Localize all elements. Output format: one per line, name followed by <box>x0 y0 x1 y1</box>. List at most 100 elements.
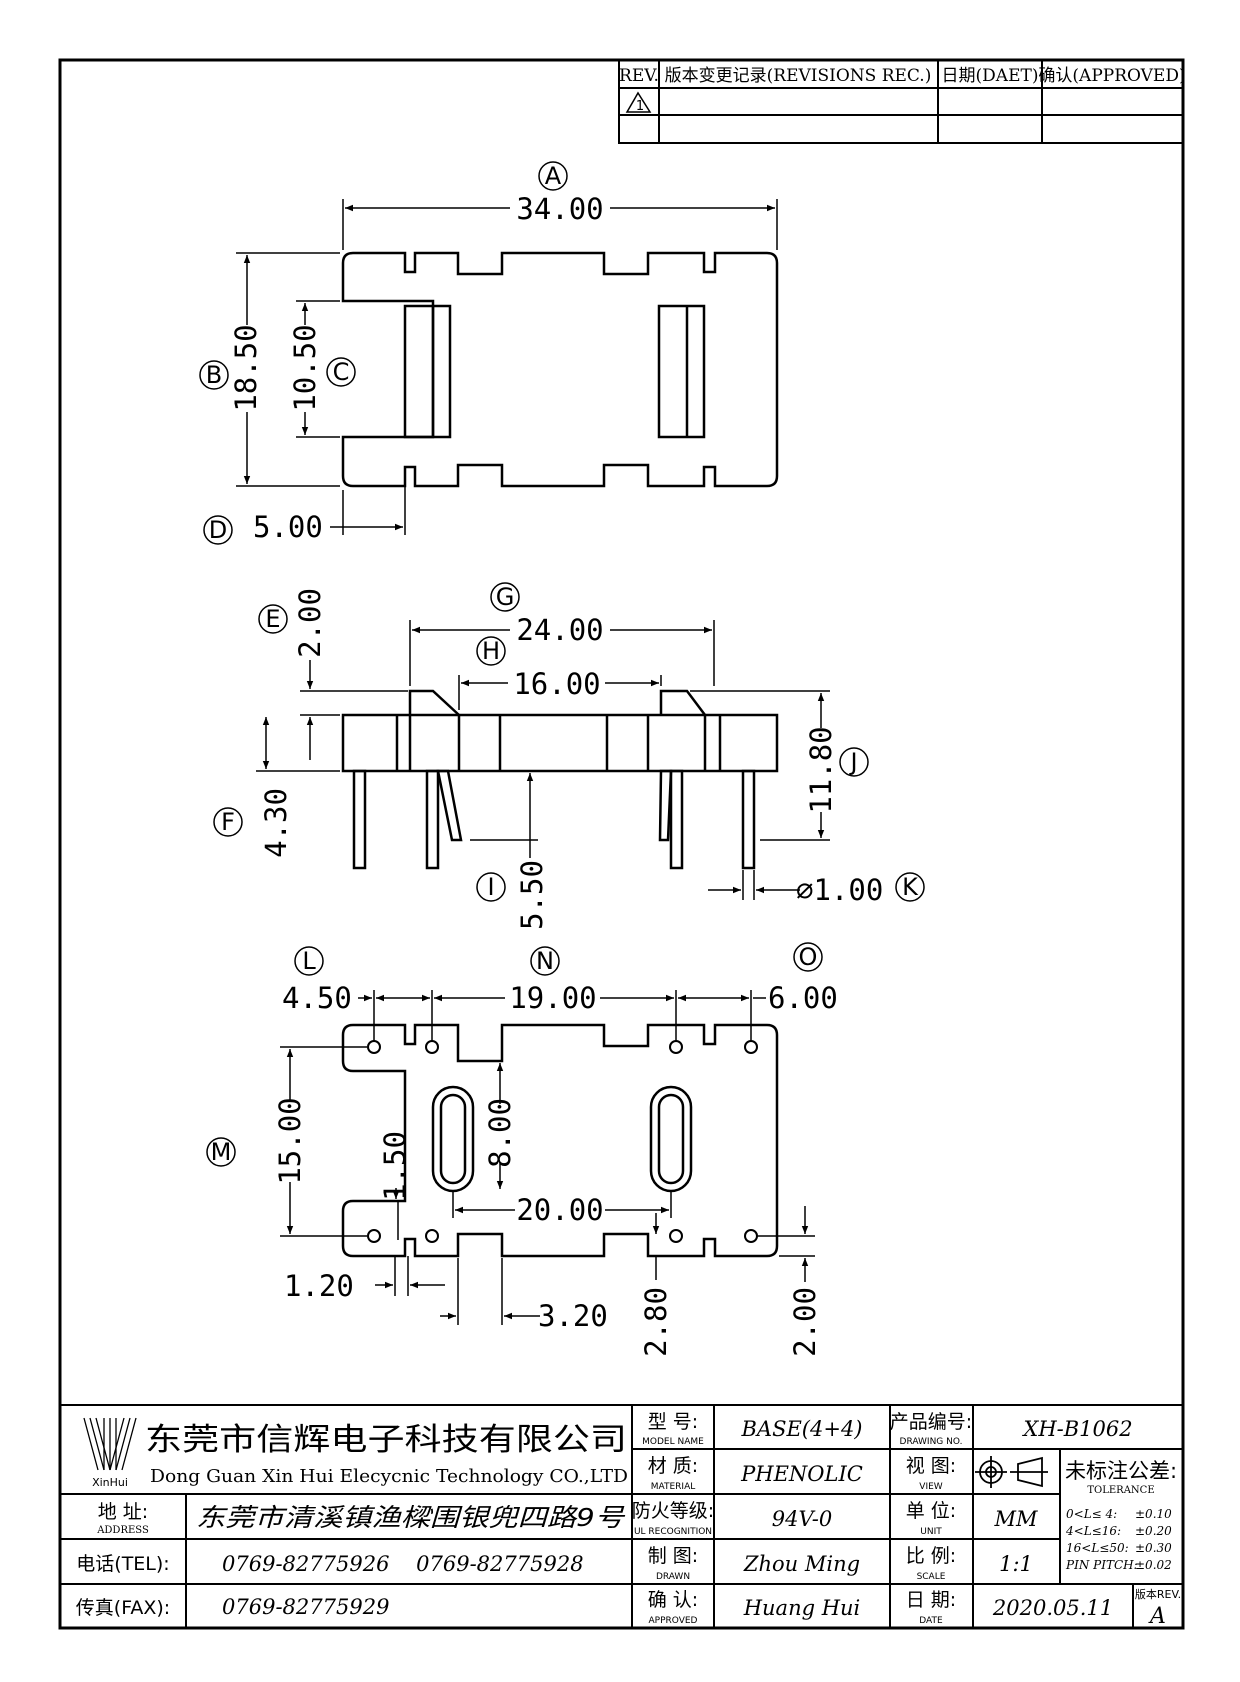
tel-label: 电话(TEL): <box>76 1553 169 1575</box>
projection-symbol-icon <box>975 1456 1048 1488</box>
ul-label-en: UL RECOGNITION <box>634 1527 712 1537</box>
svg-text:K: K <box>902 873 919 901</box>
dim-3-20-value: 3.20 <box>538 1299 608 1333</box>
tolerance-title-en: TOLERANCE <box>1087 1485 1154 1496</box>
scale-value: 1:1 <box>999 1552 1033 1576</box>
callout-f: F <box>213 807 243 837</box>
revision-table <box>618 59 1184 144</box>
pin-holes <box>367 1040 758 1243</box>
dim-b-value: 18.50 <box>229 324 263 411</box>
drawn-label-en: DRAWN <box>656 1572 690 1582</box>
scale-label: 比 例: <box>906 1545 956 1567</box>
side-view-dimensions <box>256 620 830 900</box>
dim-l-value: 4.50 <box>282 981 352 1015</box>
dim-n-value: 19.00 <box>509 981 596 1015</box>
callout-a: A <box>538 161 568 191</box>
tolerance-range-4: PIN PITCH: <box>1065 1558 1138 1572</box>
view-label-en: VIEW <box>919 1482 942 1492</box>
callout-k: K <box>895 872 925 902</box>
svg-text:C: C <box>333 358 350 386</box>
tolerance-range-2: 4<L≤16: <box>1065 1524 1121 1538</box>
drawing-no-value: XH-B1062 <box>1021 1417 1132 1441</box>
ul-value: 94V-0 <box>772 1507 832 1531</box>
callout-c: C <box>326 357 356 387</box>
callout-m: M <box>206 1137 236 1167</box>
rev-header: REV. <box>619 66 659 86</box>
top-view <box>341 251 779 488</box>
fax-value: 0769-82775929 <box>222 1595 389 1619</box>
revision-number: 1 <box>636 99 644 114</box>
dim-2-00-value: 2.00 <box>788 1287 822 1357</box>
model-label-en: MODEL NAME <box>642 1437 704 1447</box>
approved-header: 确认(APPROVED) <box>1038 66 1185 86</box>
company-name-cn: 东莞市信辉电子科技有限公司 <box>145 1422 627 1458</box>
rev-label: 版本REV. <box>1135 1587 1181 1601</box>
approved-value: Huang Hui <box>743 1596 861 1620</box>
date-label: 日 期: <box>906 1589 956 1611</box>
tel-value: 0769-82775926 0769-82775928 <box>222 1552 584 1576</box>
dim-1-20-value: 1.20 <box>284 1269 354 1303</box>
sheet-border <box>58 58 1185 1630</box>
svg-text:O: O <box>799 943 818 971</box>
address-label: 地 址: <box>98 1501 148 1523</box>
material-label: 材 质: <box>648 1455 698 1477</box>
callout-o: O <box>793 942 823 972</box>
drawn-value: Zhou Ming <box>743 1552 860 1576</box>
svg-text:F: F <box>221 808 235 836</box>
unit-value: MM <box>993 1507 1038 1531</box>
fax-label: 传真(FAX): <box>76 1597 170 1619</box>
svg-text:E: E <box>265 605 280 633</box>
dim-1-50-value: 1.50 <box>378 1131 412 1201</box>
model-value: BASE(4+4) <box>740 1417 862 1441</box>
svg-text:D: D <box>209 516 227 544</box>
dim-2-80-value: 2.80 <box>639 1287 673 1357</box>
company-name-en: Dong Guan Xin Hui Elecycnic Technology C… <box>150 1466 628 1487</box>
tolerance-value-2: ±0.20 <box>1135 1524 1172 1538</box>
svg-text:H: H <box>482 637 500 665</box>
xinhui-logo <box>83 1417 137 1471</box>
approved-label: 确 认: <box>648 1589 698 1611</box>
title-block <box>59 1404 1184 1629</box>
address-value: 东莞市清溪镇渔樑围银兜四路9号 <box>196 1503 626 1532</box>
dim-f-value: 4.30 <box>259 788 293 858</box>
callout-j: J <box>839 747 869 777</box>
dim-j-value: 11.80 <box>804 726 838 813</box>
drawing-no-label-en: DRAWING NO. <box>900 1437 963 1447</box>
approved-label-en: APPROVED <box>649 1616 698 1626</box>
revisions-header: 版本变更记录(REVISIONS REC.) <box>665 66 932 86</box>
side-view <box>341 689 779 870</box>
dim-c-value: 10.50 <box>288 324 322 411</box>
view-label: 视 图: <box>906 1455 956 1477</box>
dim-e-value: 2.00 <box>293 588 327 658</box>
callout-i: I <box>476 872 506 902</box>
material-label-en: MATERIAL <box>651 1482 696 1492</box>
dim-20-value: 20.00 <box>516 1193 603 1227</box>
svg-text:L: L <box>302 947 316 975</box>
drawing-no-label: 产品编号: <box>890 1411 972 1433</box>
logo-text: XinHui <box>92 1476 128 1489</box>
tolerance-value-1: ±0.10 <box>1135 1507 1172 1521</box>
dim-o-value: 6.00 <box>768 981 838 1015</box>
callout-e: E <box>258 604 288 634</box>
callout-n: N <box>530 946 560 976</box>
svg-text:J: J <box>848 748 857 776</box>
date-label-en: DATE <box>919 1616 943 1626</box>
dim-g-value: 24.00 <box>516 613 603 647</box>
ul-label: 防火等级: <box>632 1500 714 1522</box>
date-header: 日期(DAET) <box>942 66 1039 86</box>
callout-b: B <box>199 360 229 390</box>
svg-text:M: M <box>211 1138 232 1166</box>
dim-m-value: 15.00 <box>273 1097 307 1184</box>
dim-h-value: 16.00 <box>513 667 600 701</box>
tolerance-range-1: 0<L≤ 4: <box>1066 1507 1117 1521</box>
svg-text:G: G <box>496 583 515 611</box>
top-view-dimensions <box>236 199 778 535</box>
bottom-view-dimensions <box>280 990 815 1325</box>
model-label: 型 号: <box>648 1411 698 1433</box>
tolerance-range-3: 16<L≤50: <box>1066 1541 1129 1555</box>
tolerance-title: 未标注公差: <box>1065 1459 1177 1483</box>
tolerance-value-3: ±0.30 <box>1135 1541 1172 1555</box>
svg-text:N: N <box>536 947 554 975</box>
dim-d-value: 5.00 <box>253 510 323 544</box>
unit-label: 单 位: <box>906 1500 956 1522</box>
